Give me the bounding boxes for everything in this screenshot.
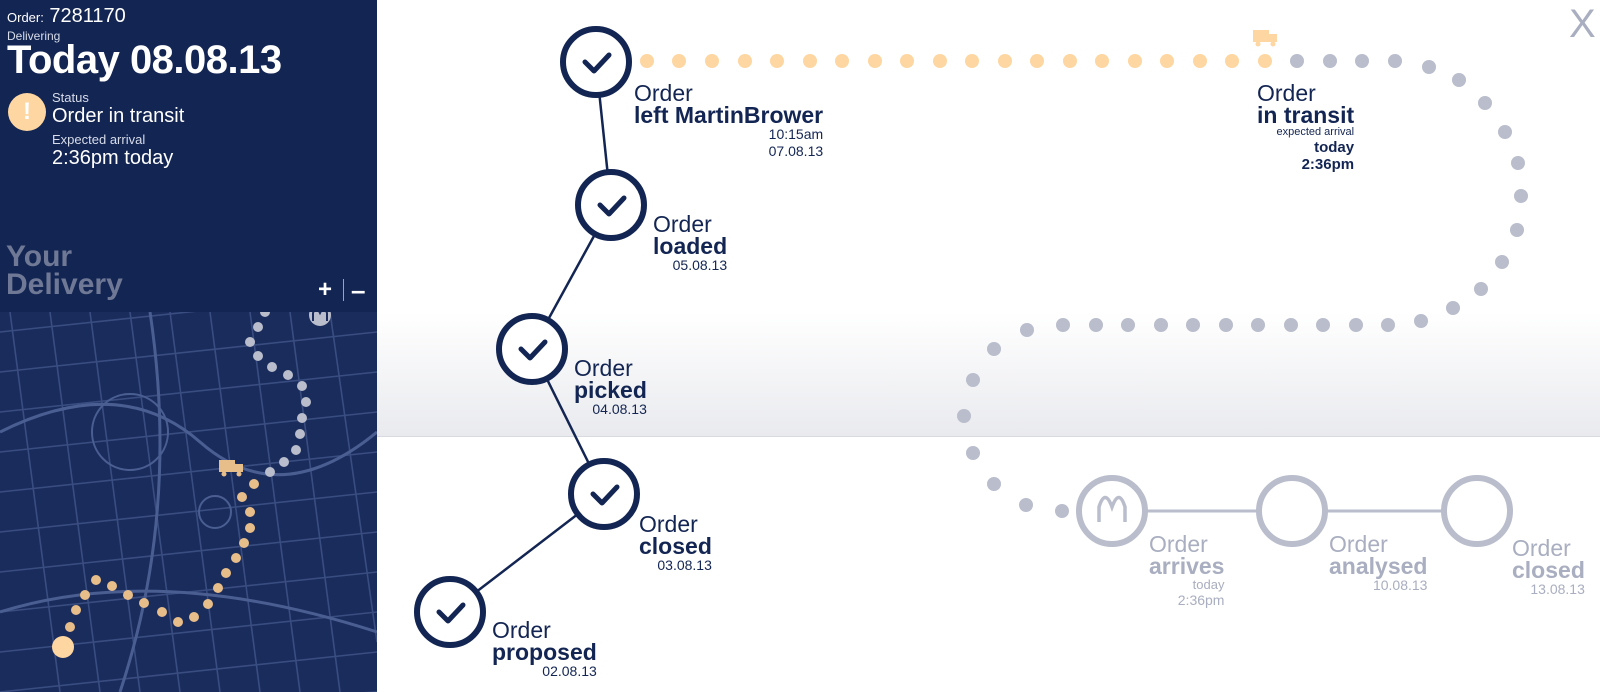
step-loaded-line2: loaded bbox=[653, 233, 728, 259]
order-sidebar: Order: 7281170 Delivering Today 08.08.13… bbox=[0, 0, 377, 692]
step-left-date: 07.08.13 bbox=[768, 143, 824, 159]
check-icon bbox=[597, 195, 627, 217]
step-closed-line1: Order bbox=[639, 511, 698, 537]
step-left-line2-b: Brower bbox=[743, 102, 824, 128]
step-label-analysed: Order analysed 10.08.13 bbox=[1329, 533, 1427, 594]
map-streets bbox=[0, 291, 377, 692]
step-left-line1: Order bbox=[634, 80, 693, 106]
step-node-picked[interactable] bbox=[496, 313, 568, 385]
step-left-line2-a: left Martin bbox=[634, 102, 744, 128]
step-arrives-line2: arrives bbox=[1149, 553, 1225, 579]
status-value: Order in transit bbox=[52, 105, 185, 127]
step-picked-line2: picked bbox=[574, 377, 647, 403]
step-proposed-line1: Order bbox=[492, 617, 551, 643]
step-analysed-line1: Order bbox=[1329, 531, 1388, 557]
step-transit-line2: in transit bbox=[1257, 102, 1355, 128]
zoom-divider bbox=[343, 279, 344, 301]
step-picked-date: 04.08.13 bbox=[592, 401, 647, 417]
order-number: 7281170 bbox=[49, 5, 126, 27]
step-label-left: Order left MartinBrower 10:15am 07.08.13 bbox=[634, 82, 823, 160]
mcdonalds-logo-icon bbox=[1097, 495, 1127, 522]
step-label-transit: Order in transit expected arrival today … bbox=[1257, 80, 1355, 174]
delivery-date-heading: Today 08.08.13 bbox=[7, 38, 282, 82]
check-icon bbox=[436, 602, 466, 624]
step-final-closed-date: 13.08.13 bbox=[1530, 581, 1585, 597]
step-label-loaded: Order loaded 05.08.13 bbox=[653, 213, 727, 274]
step-node-loaded[interactable] bbox=[575, 169, 647, 241]
delivery-map[interactable] bbox=[0, 291, 377, 692]
expected-arrival-value: 2:36pm today bbox=[52, 147, 174, 169]
zoom-out-button[interactable]: – bbox=[351, 275, 366, 305]
step-left-line2: left MartinBrower bbox=[634, 102, 824, 128]
step-label-proposed: Order proposed 02.08.13 bbox=[492, 619, 597, 680]
close-button[interactable]: X bbox=[1569, 2, 1596, 46]
warning-icon: ! bbox=[8, 93, 46, 131]
truck-icon bbox=[1253, 30, 1277, 47]
step-label-final-closed: Order closed 13.08.13 bbox=[1512, 537, 1585, 598]
step-picked-line1: Order bbox=[574, 355, 633, 381]
map-title-line1: Your bbox=[6, 240, 73, 273]
map-route-traveled bbox=[52, 479, 259, 658]
step-transit-time: 2:36pm bbox=[1301, 156, 1355, 173]
step-arrives-line1: Order bbox=[1149, 531, 1208, 557]
check-icon bbox=[590, 484, 620, 506]
expected-arrival-label: Expected arrival bbox=[52, 132, 146, 147]
step-closed-date: 03.08.13 bbox=[657, 557, 712, 573]
status-label: Status bbox=[52, 90, 89, 105]
step-final-closed-line2: closed bbox=[1512, 557, 1585, 583]
step-transit-day: today bbox=[1314, 139, 1355, 156]
step-analysed-line2: analysed bbox=[1329, 553, 1428, 579]
step-node-arrives[interactable] bbox=[1076, 475, 1148, 547]
map-title-line2: Delivery bbox=[6, 268, 123, 301]
step-label-picked: Order picked 04.08.13 bbox=[574, 357, 647, 418]
step-final-closed-line1: Order bbox=[1512, 535, 1571, 561]
step-arrives-time: 2:36pm bbox=[1177, 592, 1225, 608]
timeline-background-band bbox=[377, 312, 1600, 437]
step-label-closed: Order closed 03.08.13 bbox=[639, 513, 712, 574]
timeline-divider bbox=[377, 436, 1600, 437]
order-label: Order: bbox=[7, 10, 44, 25]
step-proposed-line2: proposed bbox=[492, 639, 597, 665]
step-loaded-line1: Order bbox=[653, 211, 712, 237]
step-label-arrives: Order arrives today 2:36pm bbox=[1149, 533, 1224, 609]
route-traveled-dots bbox=[640, 54, 1272, 68]
check-icon bbox=[518, 339, 548, 361]
step-transit-line1: Order bbox=[1257, 80, 1316, 106]
map-truck-icon bbox=[219, 460, 243, 477]
step-node-closed[interactable] bbox=[568, 458, 640, 530]
step-transit-sub: expected arrival bbox=[1276, 126, 1355, 138]
check-icon bbox=[582, 52, 612, 74]
step-node-proposed[interactable] bbox=[414, 576, 486, 648]
step-left-time: 10:15am bbox=[768, 126, 824, 142]
step-loaded-date: 05.08.13 bbox=[672, 257, 728, 273]
delivering-label: Delivering bbox=[7, 29, 61, 43]
step-node-final-closed[interactable] bbox=[1441, 475, 1513, 547]
step-node-analysed[interactable] bbox=[1256, 475, 1328, 547]
step-node-left[interactable] bbox=[560, 26, 632, 98]
map-canvas[interactable] bbox=[0, 291, 377, 692]
step-analysed-date: 10.08.13 bbox=[1372, 577, 1428, 593]
step-closed-line2: closed bbox=[639, 533, 712, 559]
zoom-in-button[interactable]: + bbox=[318, 276, 333, 303]
step-proposed-date: 02.08.13 bbox=[542, 663, 597, 679]
step-arrives-day: today bbox=[1192, 577, 1225, 592]
route-remaining-dots bbox=[957, 54, 1528, 518]
map-title: Your Delivery bbox=[6, 240, 123, 301]
order-number-line: Order: 7281170 bbox=[7, 5, 126, 29]
